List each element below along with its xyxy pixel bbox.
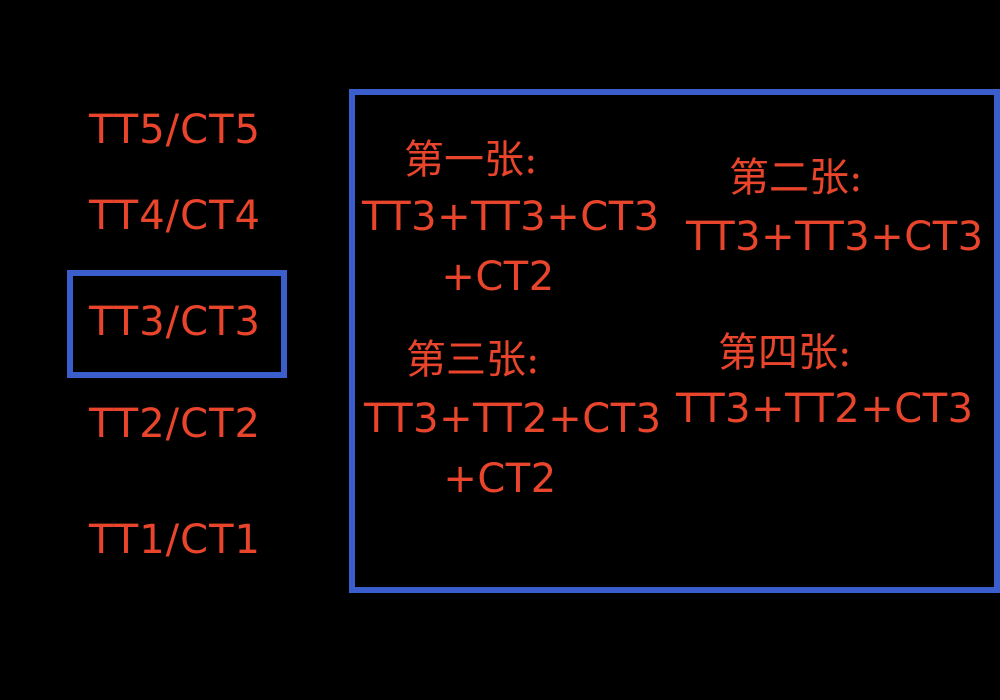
sheet-4-formula-line1: TT3+TT2+CT3: [676, 386, 974, 432]
sheet-1-formula-line2: +CT2: [441, 254, 555, 300]
combination-panel: [349, 89, 1000, 593]
sheet-2-heading: 第二张:: [729, 155, 863, 201]
sheet-4-heading: 第四张:: [718, 330, 852, 376]
level-item-tt2: TT2/CT2: [89, 401, 261, 447]
sheet-3-formula-line2: +CT2: [443, 456, 557, 502]
sheet-3-formula-line1: TT3+TT2+CT3: [364, 396, 662, 442]
level-item-tt3: TT3/CT3: [89, 299, 261, 345]
sheet-2-formula-line1: TT3+TT3+CT3: [686, 214, 984, 260]
level-item-tt1: TT1/CT1: [89, 517, 261, 563]
sheet-3-heading: 第三张:: [406, 337, 540, 383]
level-item-tt4: TT4/CT4: [89, 193, 261, 239]
sheet-1-formula-line1: TT3+TT3+CT3: [362, 194, 660, 240]
level-item-tt5: TT5/CT5: [89, 107, 261, 153]
sheet-1-heading: 第一张:: [404, 137, 538, 183]
selected-level-highlight: [67, 270, 287, 378]
